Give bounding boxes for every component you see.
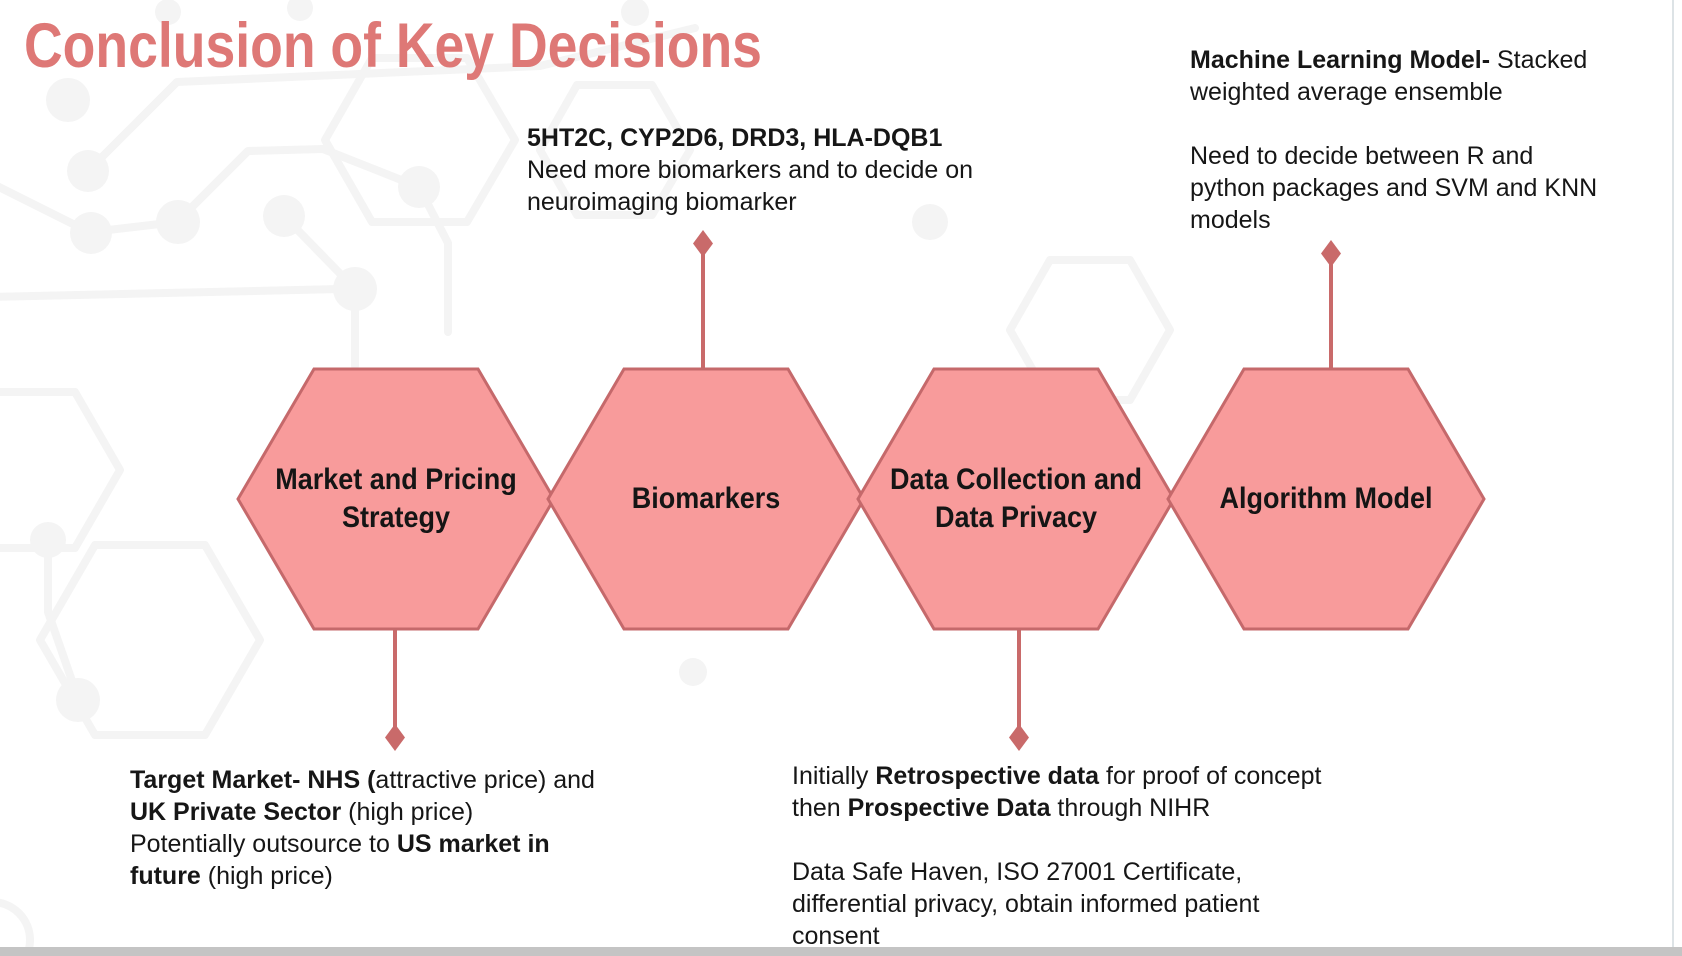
horizontal-scrollbar[interactable] <box>0 947 1682 956</box>
data-privacy-note: Initially Retrospective data for proof o… <box>792 762 1322 950</box>
biomarkers-connector-diamond-icon <box>693 230 713 257</box>
algorithm-connector-line <box>1329 262 1333 368</box>
hexagon-label: Market and Pricing Strategy <box>275 463 517 534</box>
data-connector-line <box>1017 630 1021 728</box>
hexagon-shape <box>1166 367 1486 631</box>
data-connector-diamond-icon <box>1009 724 1029 751</box>
hexagon-label: Biomarkers <box>631 482 781 515</box>
hexagon-algorithm-model: Algorithm Model <box>1166 366 1486 632</box>
hexagon-market-pricing: Market and Pricing Strategy <box>236 366 556 632</box>
biomarkers-connector-line <box>701 252 705 368</box>
hexagon-label: Algorithm Model <box>1219 482 1433 515</box>
market-connector-line <box>393 630 397 728</box>
hexagon-data-collection: Data Collection and Data Privacy <box>856 366 1176 632</box>
algorithm-connector-diamond-icon <box>1321 240 1341 267</box>
page-title: Conclusion of Key Decisions <box>24 11 762 81</box>
right-edge-line <box>1672 0 1674 947</box>
hexagon-label: Data Collection and Data Privacy <box>889 463 1143 534</box>
target-market-note: Target Market- NHS (attractive price) an… <box>130 766 595 890</box>
hexagon-biomarkers: Biomarkers <box>546 366 866 632</box>
market-connector-diamond-icon <box>385 724 405 751</box>
